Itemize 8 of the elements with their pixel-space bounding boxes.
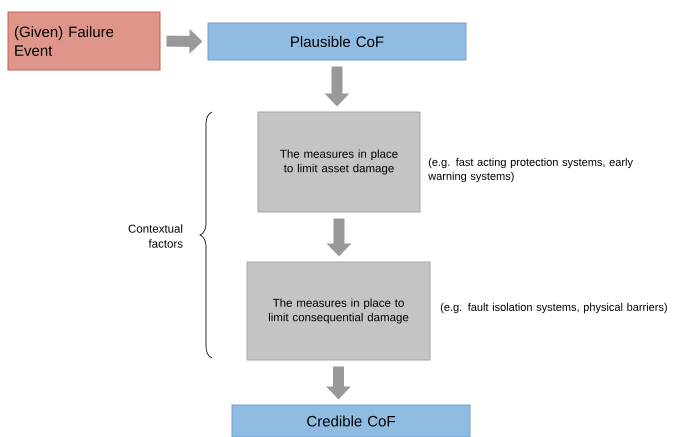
note-text: (e.g. fast acting protection systems, early warning systems) [428, 158, 633, 182]
note-text: (e.g. fault isolation systems, physical barriers) [440, 302, 667, 314]
process-box: The measures in place to limit consequential damage [246, 262, 430, 360]
process-box: Plausible CoF [208, 22, 466, 60]
event-box: (Given) Failure Event [8, 12, 160, 70]
group-label: Contextual factors [128, 224, 183, 248]
process-box: Credible CoF [232, 404, 470, 437]
process-box: The measures in place to limit asset damage [258, 112, 420, 212]
